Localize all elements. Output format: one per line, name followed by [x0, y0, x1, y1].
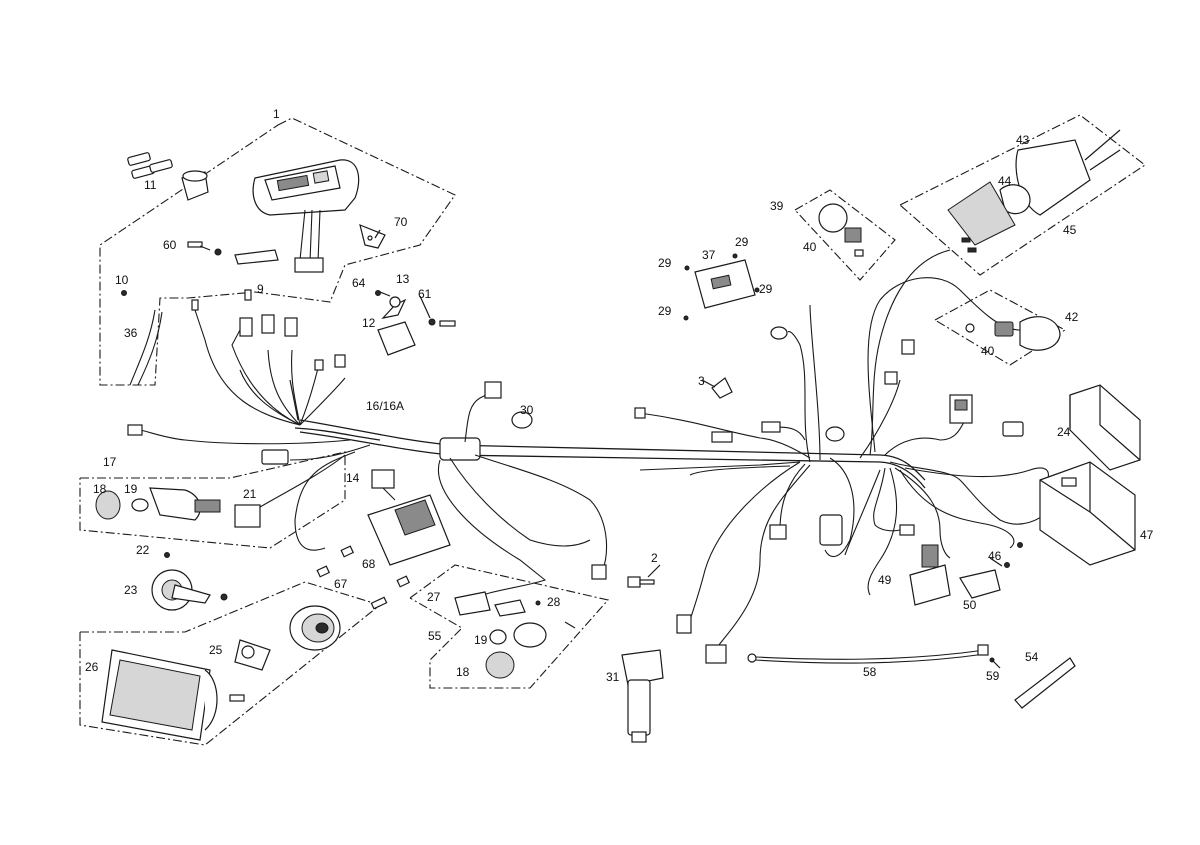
- label-25: 25: [209, 643, 223, 657]
- label-29c: 29: [759, 282, 773, 296]
- label-36: 36: [124, 326, 138, 340]
- front-signal-55-group-outline: [409, 564, 610, 689]
- horn-23: [151, 552, 228, 611]
- label-58: 58: [863, 665, 877, 679]
- label-13: 13: [396, 272, 410, 286]
- label-21: 21: [243, 487, 257, 501]
- label-44: 44: [998, 174, 1012, 188]
- label-55: 55: [428, 629, 442, 643]
- ignition-coil-31: [621, 649, 664, 743]
- label-27: 27: [427, 590, 441, 604]
- turn-signal-42: [901, 316, 1061, 355]
- label-19a: 19: [124, 482, 138, 496]
- label-40a: 40: [803, 240, 817, 254]
- sensor-3: [711, 377, 733, 399]
- part-labels: 1 11 70 60 10 9 64 13 61 12 36 16/16A 30…: [85, 107, 1154, 684]
- label-45: 45: [1063, 223, 1077, 237]
- front-turn-signal-55: [454, 591, 576, 679]
- label-18b: 18: [456, 665, 470, 679]
- label-11: 11: [144, 178, 157, 192]
- fuse-holder-11: [127, 152, 209, 201]
- connectors-9: [191, 289, 346, 371]
- label-23: 23: [124, 583, 138, 597]
- label-59: 59: [986, 669, 1000, 683]
- screw-60: [187, 241, 279, 265]
- label-70: 70: [394, 215, 408, 229]
- bulb-39: [818, 203, 864, 257]
- headlight-26: [101, 605, 341, 741]
- rectifier-14: [367, 469, 451, 566]
- label-1: 1: [273, 107, 280, 121]
- label-17: 17: [103, 455, 117, 469]
- label-64: 64: [352, 276, 366, 290]
- label-18a: 18: [93, 482, 107, 496]
- label-42: 42: [1065, 310, 1079, 324]
- label-24: 24: [1057, 425, 1071, 439]
- relay-12: [375, 290, 456, 356]
- label-67: 67: [334, 577, 348, 591]
- connector-30: [484, 381, 646, 580]
- label-29d: 29: [658, 304, 672, 318]
- label-19b: 19: [474, 633, 488, 647]
- label-39: 39: [770, 199, 784, 213]
- rear-turn-signal-17: [95, 487, 261, 528]
- label-68: 68: [362, 557, 376, 571]
- taillight-group-outline: [899, 114, 1146, 276]
- center-connectors: [676, 326, 845, 664]
- label-40b: 40: [981, 344, 995, 358]
- label-49: 49: [878, 573, 892, 587]
- label-26: 26: [85, 660, 99, 674]
- lamp-socket-36: [121, 290, 163, 386]
- label-29a: 29: [658, 256, 672, 270]
- sensor-2: [627, 576, 655, 588]
- cdi-unit-29-37: [683, 253, 760, 321]
- label-16-16a: 16/16A: [366, 399, 404, 413]
- bracket-70: [359, 224, 386, 249]
- label-61: 61: [418, 287, 432, 301]
- instrument-group-outline: [99, 117, 456, 386]
- label-10: 10: [115, 273, 129, 287]
- label-14: 14: [346, 471, 360, 485]
- label-50: 50: [963, 598, 977, 612]
- strap-54: [1014, 657, 1076, 709]
- label-47: 47: [1140, 528, 1154, 542]
- label-54: 54: [1025, 650, 1039, 664]
- label-28: 28: [547, 595, 561, 609]
- label-3: 3: [698, 374, 705, 388]
- label-29b: 29: [735, 235, 749, 249]
- leader-lines: [199, 229, 1003, 669]
- label-2: 2: [651, 551, 658, 565]
- relay-connectors-right: [884, 371, 1024, 437]
- label-60: 60: [163, 238, 177, 252]
- label-46: 46: [988, 549, 1002, 563]
- label-37: 37: [702, 248, 716, 262]
- battery-box-24: [1069, 384, 1141, 471]
- bracket-46-50: [959, 542, 1023, 599]
- turn-signal-42-group-outline: [934, 289, 1067, 366]
- main-harness: [139, 249, 1051, 651]
- label-30: 30: [520, 403, 534, 417]
- battery-47: [1039, 461, 1136, 566]
- label-9: 9: [257, 282, 264, 296]
- starter-relay-49: [899, 524, 951, 606]
- screws-67-68: [316, 545, 411, 610]
- taillight-43-45: [947, 129, 1121, 253]
- harness-sleeve: [439, 437, 481, 461]
- rear-signal-17-group-outline: [79, 451, 346, 549]
- label-22: 22: [136, 543, 150, 557]
- label-12: 12: [362, 316, 376, 330]
- ground-cable-58: [747, 644, 995, 664]
- instrument-cluster: [252, 159, 360, 273]
- connector-left: [127, 424, 289, 465]
- bulb-39-group-outline: [794, 189, 896, 281]
- label-31: 31: [606, 670, 620, 684]
- label-43: 43: [1016, 133, 1030, 147]
